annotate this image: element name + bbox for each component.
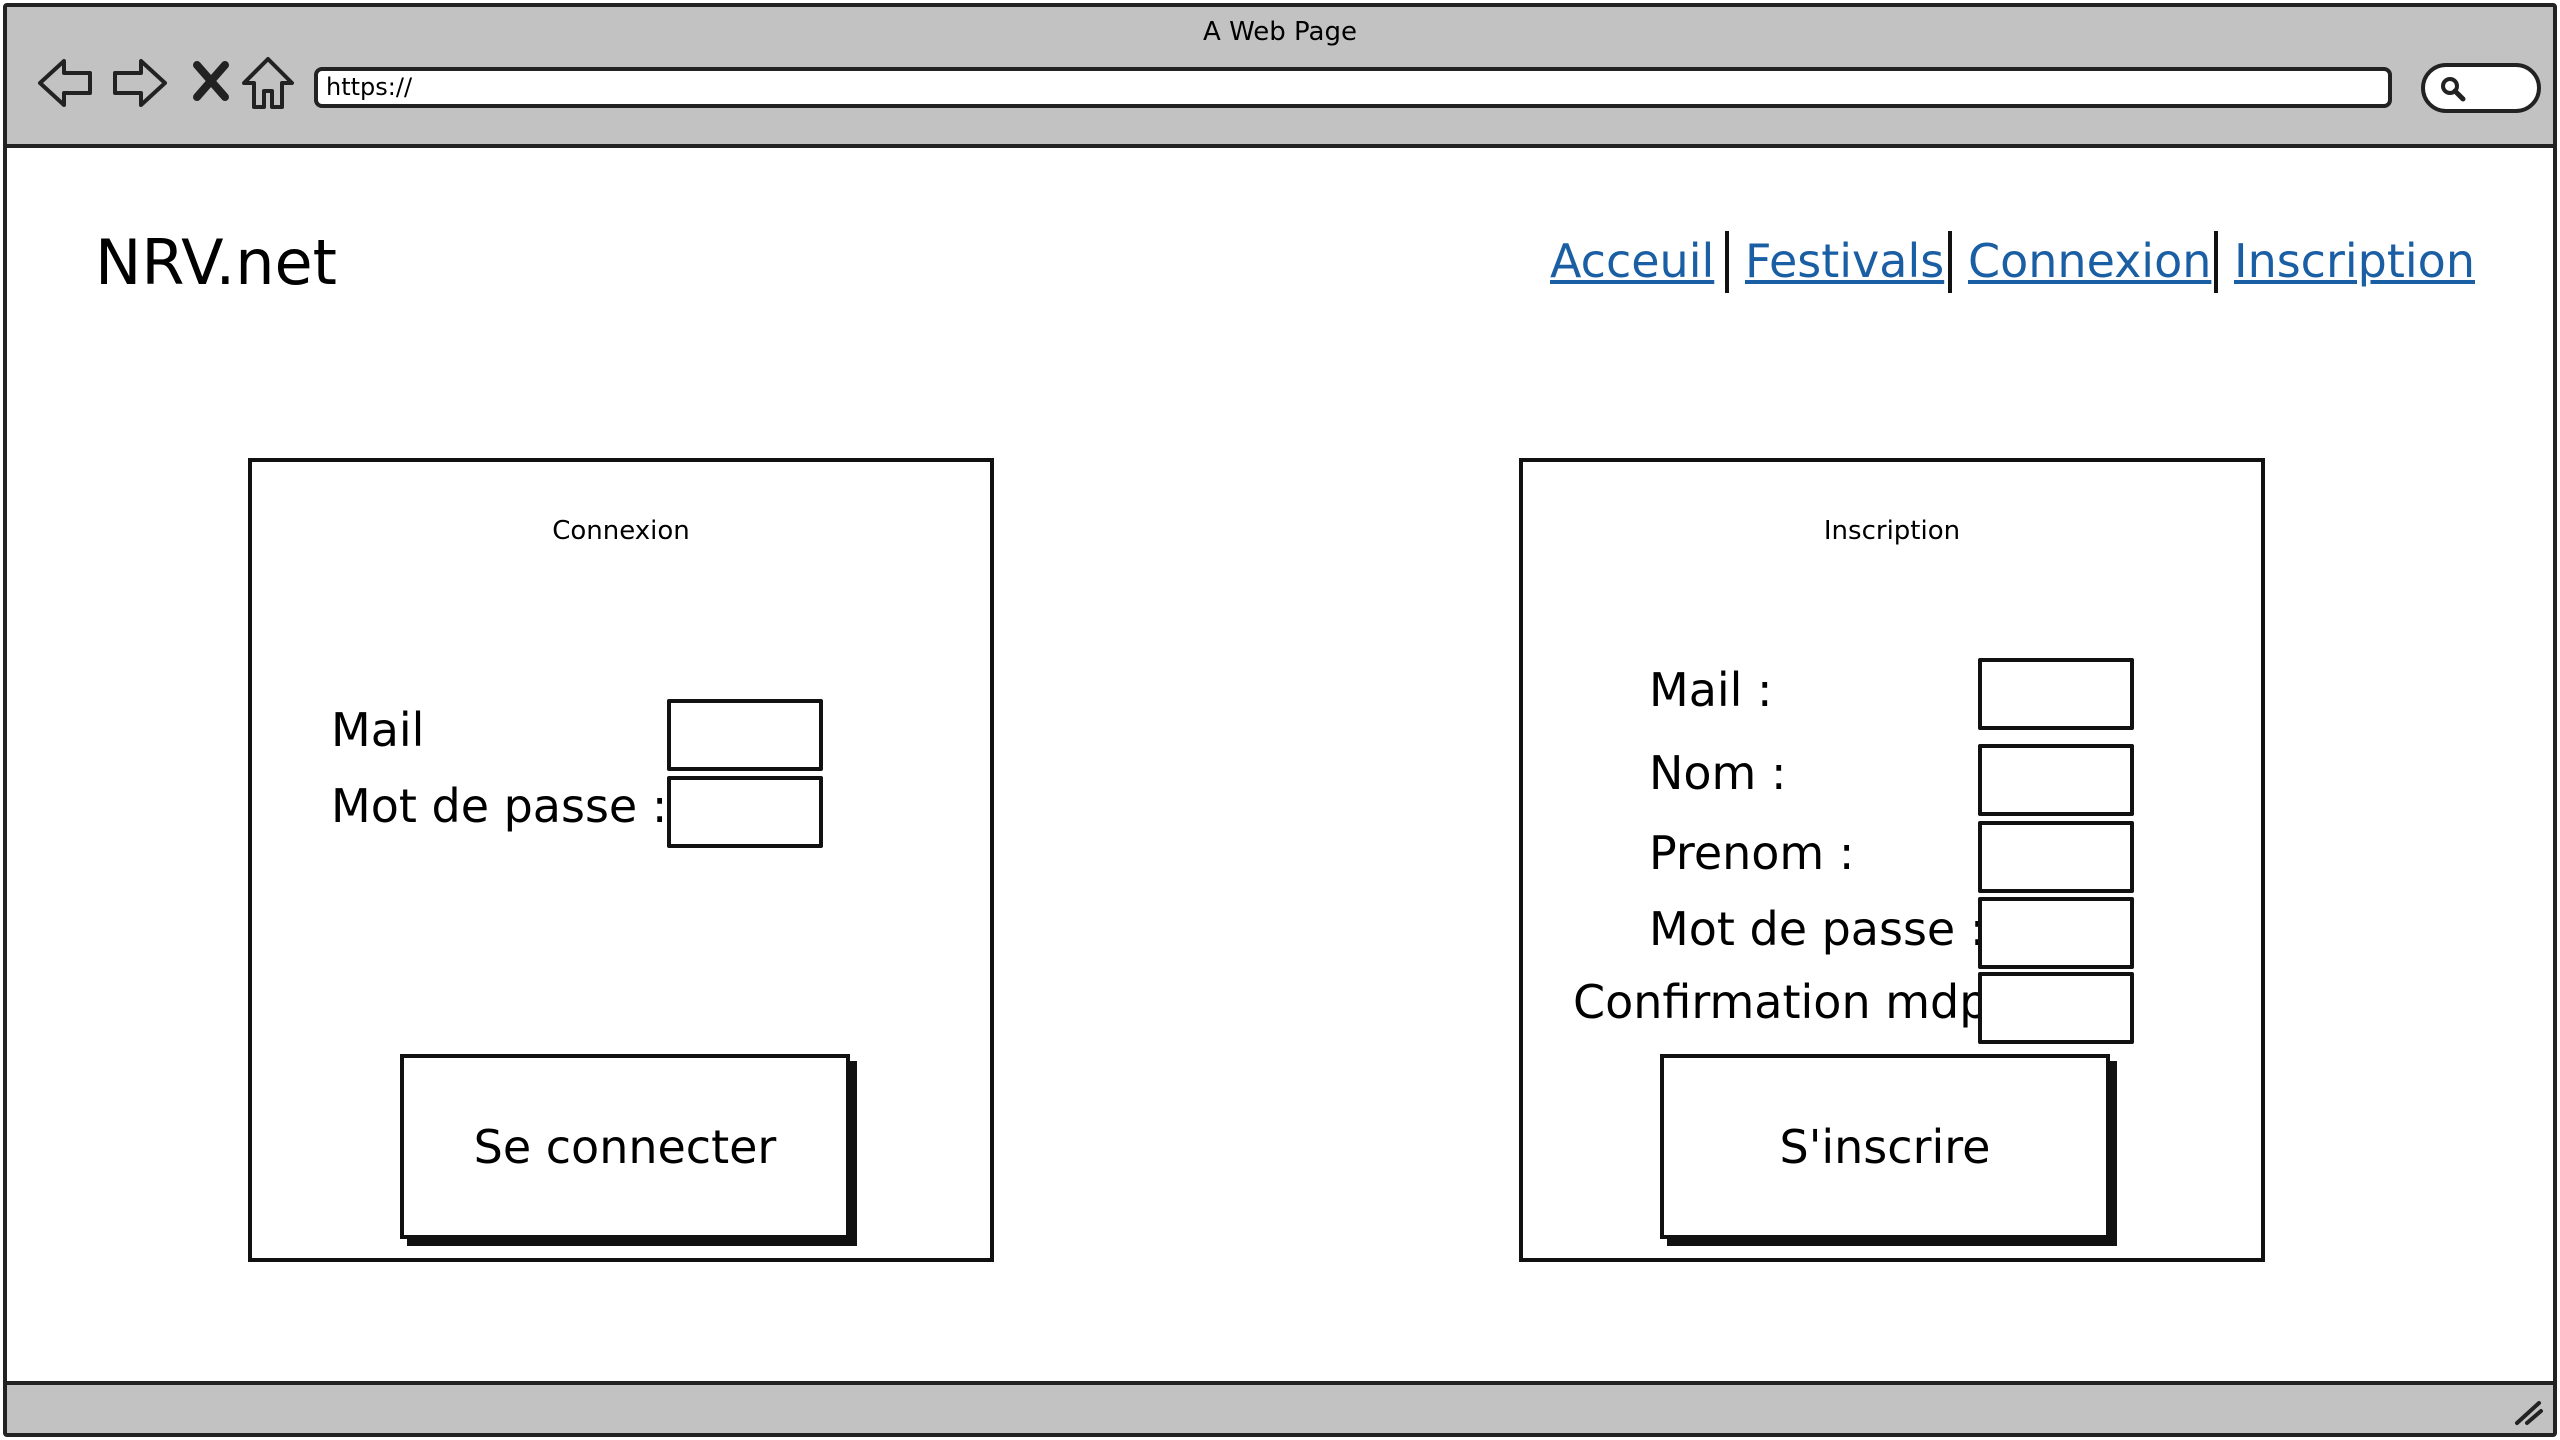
- signup-nom-label: Nom :: [1649, 746, 1787, 800]
- resize-grip-icon[interactable]: [2511, 1397, 2545, 1427]
- login-mail-label: Mail: [331, 703, 425, 757]
- nav-separator: [1725, 231, 1729, 293]
- browser-window: A Web Page https:// NRV.net Acceuil Fest…: [3, 3, 2557, 1437]
- signup-panel-title: Inscription: [1823, 516, 1961, 546]
- signup-prenom-label: Prenom :: [1649, 826, 1855, 880]
- login-mail-input[interactable]: [667, 699, 823, 771]
- site-logo[interactable]: NRV.net: [95, 226, 337, 299]
- login-password-label: Mot de passe :: [331, 779, 668, 833]
- window-title: A Web Page: [1203, 17, 1357, 47]
- address-bar[interactable]: https://: [314, 67, 2392, 108]
- signup-confirm-label: Confirmation mdp:: [1573, 975, 2004, 1029]
- nav-link-acceuil[interactable]: Acceuil: [1550, 234, 1715, 288]
- signup-mail-label: Mail :: [1649, 663, 1773, 717]
- nav-link-connexion[interactable]: Connexion: [1968, 234, 2212, 288]
- signup-prenom-input[interactable]: [1978, 821, 2134, 893]
- signup-confirm-input[interactable]: [1978, 972, 2134, 1044]
- stop-icon[interactable]: [179, 51, 243, 115]
- nav-link-inscription[interactable]: Inscription: [2234, 234, 2475, 288]
- nav-separator: [2214, 231, 2218, 293]
- login-password-input[interactable]: [667, 776, 823, 848]
- signup-panel: Inscription Mail : Nom : Prenom : Mot de…: [1519, 458, 2265, 1262]
- home-icon[interactable]: [236, 51, 300, 115]
- forward-arrow-icon[interactable]: [107, 51, 171, 115]
- search-icon: [2441, 77, 2466, 102]
- status-bar: [7, 1381, 2553, 1433]
- nav-separator: [1948, 231, 1952, 293]
- signup-password-label: Mot de passe :: [1649, 902, 1986, 956]
- browser-search-box[interactable]: [2421, 63, 2541, 113]
- login-panel: Connexion Mail Mot de passe : Se connect…: [248, 458, 994, 1262]
- back-arrow-icon[interactable]: [34, 51, 98, 115]
- signup-submit-button[interactable]: S'inscrire: [1660, 1054, 2110, 1239]
- login-submit-button[interactable]: Se connecter: [400, 1054, 850, 1239]
- browser-toolbar: A Web Page https://: [7, 7, 2553, 148]
- signup-nom-input[interactable]: [1978, 744, 2134, 816]
- signup-password-input[interactable]: [1978, 897, 2134, 969]
- nav-link-festivals[interactable]: Festivals: [1745, 234, 1945, 288]
- signup-mail-input[interactable]: [1978, 658, 2134, 730]
- login-panel-title: Connexion: [552, 516, 690, 546]
